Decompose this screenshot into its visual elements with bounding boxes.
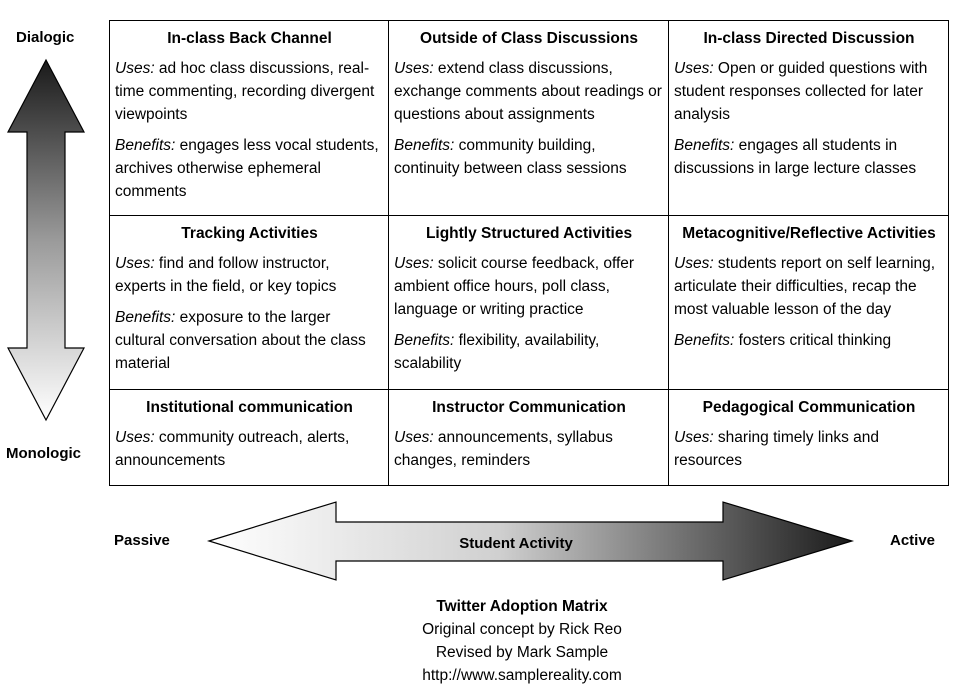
adoption-matrix: In-class Back Channel Uses: ad hoc class…: [109, 20, 949, 486]
cell-tracking-activities: Tracking Activities Uses: find and follo…: [109, 215, 389, 390]
caption-revised-by: Revised by Mark Sample: [435, 644, 609, 661]
cell-title: Lightly Structured Activities: [425, 225, 633, 242]
active-label: Active: [890, 532, 936, 549]
matrix-row-middle: Tracking Activities Uses: find and follo…: [109, 215, 949, 390]
cell-benefits: Benefits: engages less vocal students, a…: [115, 137, 379, 200]
cell-benefits: Benefits: fosters critical thinking: [674, 332, 892, 349]
cell-instructor-communication: Instructor Communication Uses: announcem…: [388, 389, 669, 486]
cell-uses: Uses: extend class discussions, exchange…: [394, 60, 662, 123]
cell-in-class-back-channel: In-class Back Channel Uses: ad hoc class…: [109, 20, 389, 216]
cell-title: In-class Directed Discussion: [703, 30, 915, 47]
cell-uses: Uses: students report on self learning, …: [674, 255, 936, 318]
cell-title: In-class Back Channel: [167, 30, 332, 47]
cell-uses: Uses: Open or guided questions with stud…: [674, 60, 928, 123]
cell-title: Tracking Activities: [181, 225, 318, 242]
caption: Twitter Adoption Matrix Original concept…: [322, 595, 722, 687]
cell-uses: Uses: announcements, syllabus changes, r…: [394, 429, 613, 469]
vertical-double-arrow: [7, 58, 85, 422]
cell-metacognitive-reflective-activities: Metacognitive/Reflective Activities Uses…: [668, 215, 949, 390]
cell-benefits: Benefits: flexibility, availability, sca…: [394, 332, 600, 372]
dialogic-label: Dialogic: [16, 29, 75, 46]
cell-lightly-structured-activities: Lightly Structured Activities Uses: soli…: [388, 215, 669, 390]
cell-title: Metacognitive/Reflective Activities: [682, 225, 936, 242]
cell-benefits: Benefits: exposure to the larger cultura…: [115, 309, 366, 372]
cell-uses: Uses: ad hoc class discussions, real-tim…: [115, 60, 375, 123]
monologic-label: Monologic: [6, 445, 81, 462]
cell-uses: Uses: community outreach, alerts, announ…: [115, 429, 350, 469]
cell-in-class-directed-discussion: In-class Directed Discussion Uses: Open …: [668, 20, 949, 216]
cell-benefits: Benefits: community building, continuity…: [394, 137, 627, 177]
cell-benefits: Benefits: engages all students in discus…: [674, 137, 917, 177]
cell-uses: Uses: sharing timely links and resources: [674, 429, 880, 469]
cell-title: Outside of Class Discussions: [420, 30, 638, 47]
matrix-row-monologic: Institutional communication Uses: commun…: [109, 389, 949, 486]
cell-uses: Uses: solicit course feedback, offer amb…: [394, 255, 635, 318]
caption-url: http://www.samplereality.com: [422, 667, 622, 684]
cell-institutional-communication: Institutional communication Uses: commun…: [109, 389, 389, 486]
horizontal-double-arrow: [206, 501, 855, 581]
cell-title: Institutional communication: [146, 399, 353, 416]
student-activity-label: Student Activity: [459, 535, 573, 552]
matrix-row-dialogic: In-class Back Channel Uses: ad hoc class…: [109, 20, 949, 216]
caption-original-concept: Original concept by Rick Reo: [422, 621, 622, 638]
passive-label: Passive: [114, 532, 170, 549]
cell-uses: Uses: find and follow instructor, expert…: [115, 255, 337, 295]
cell-pedagogical-communication: Pedagogical Communication Uses: sharing …: [668, 389, 949, 486]
caption-title: Twitter Adoption Matrix: [436, 598, 608, 615]
cell-outside-of-class-discussions: Outside of Class Discussions Uses: exten…: [388, 20, 669, 216]
cell-title: Instructor Communication: [432, 399, 626, 416]
cell-title: Pedagogical Communication: [702, 399, 916, 416]
